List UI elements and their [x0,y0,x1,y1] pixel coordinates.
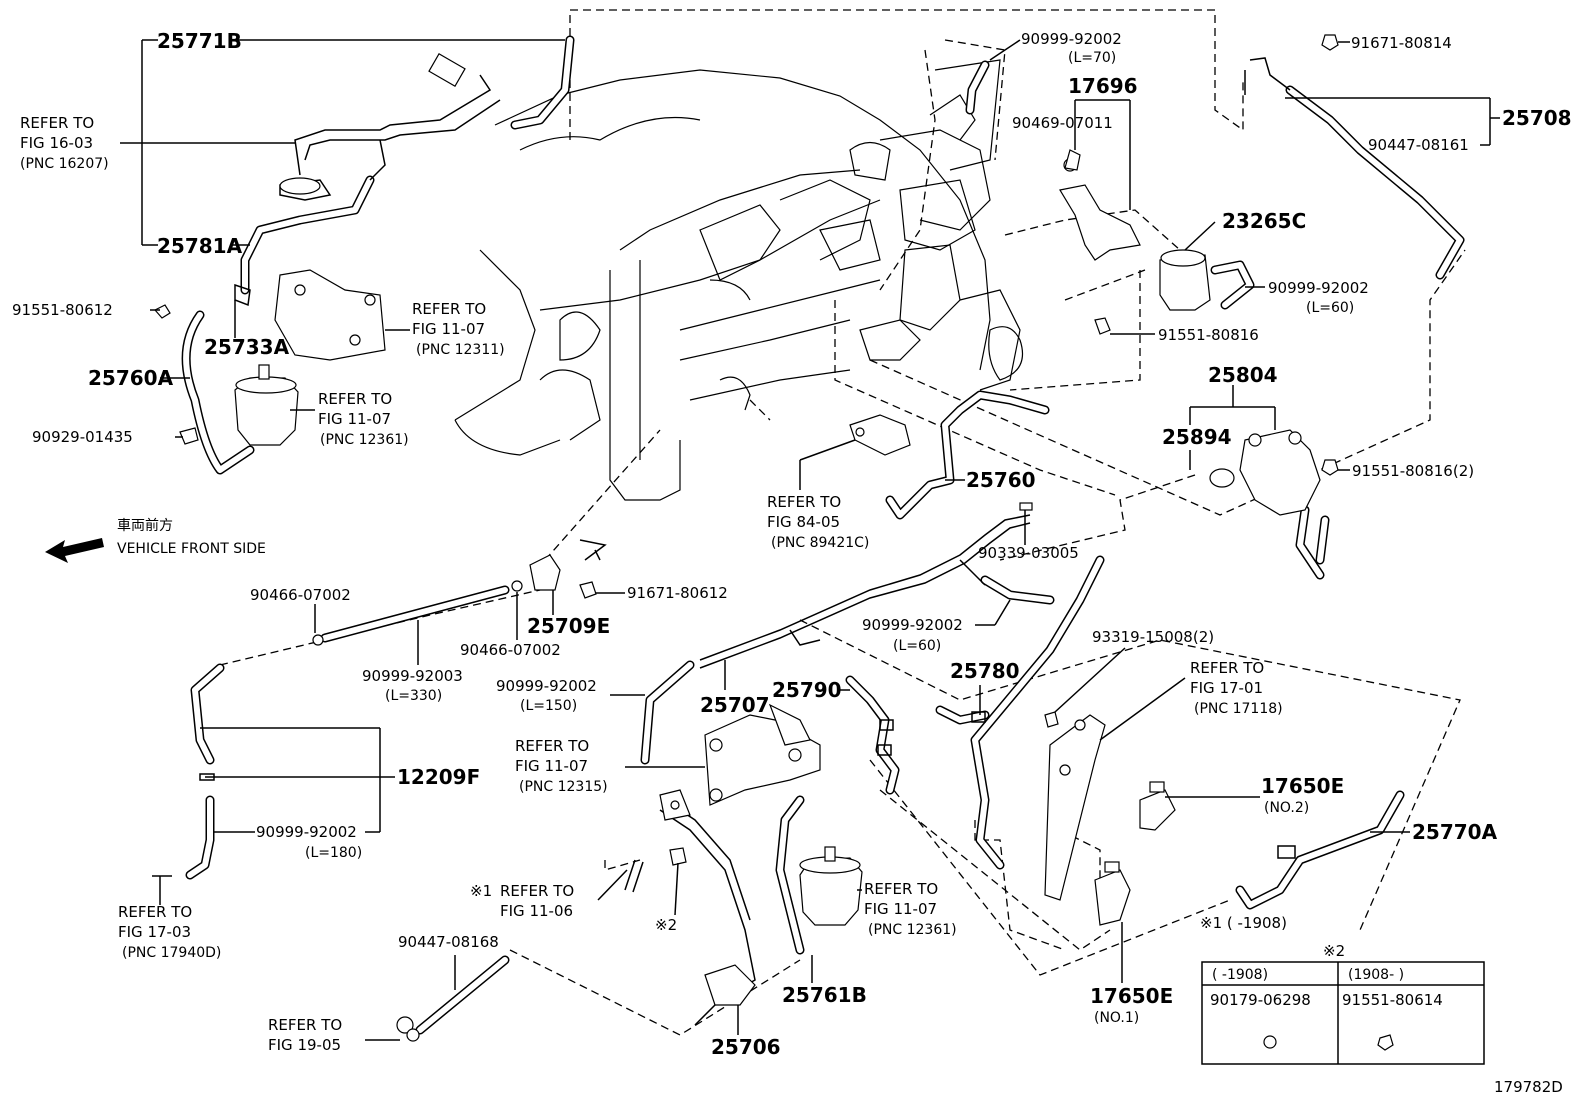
label-refer-11-07-a-pnc: (PNC 12311) [416,342,505,358]
label-refer-16-03-pnc: (PNC 16207) [20,156,109,172]
label-90999-92002-l150-l: (L=150) [520,698,577,714]
leader-lines [120,39,1500,1041]
label-refer-16-03-fig: FIG 16-03 [20,134,93,152]
label-25781A: 25781A [157,234,243,258]
label-90466-07002-b: 90466-07002 [460,641,561,659]
figure-id: 179782D [1494,1078,1563,1096]
label-refer-17-03-fig: FIG 17-03 [118,923,191,941]
label-90469-07011: 90469-07011 [1012,114,1113,132]
label-90999-92002-l150: 90999-92002 [496,677,597,695]
label-25709E: 25709E [527,614,610,638]
label-17650E-no2: 17650E [1261,774,1344,798]
label-refer-19-05-fig: FIG 19-05 [268,1036,341,1054]
label-refer-11-06-mark: ※1 [470,882,492,900]
label-90999-92003-l: (L=330) [385,688,442,704]
label-23265C: 23265C [1222,209,1306,233]
label-25761B: 25761B [782,983,867,1007]
table-cell-1: 90179-06298 [1210,991,1311,1009]
label-mark-2: ※2 [655,916,677,934]
label-refer-84-05-pnc: (PNC 89421C) [771,535,869,551]
label-25790: 25790 [772,678,842,702]
label-refer-17-03-pnc: (PNC 17940D) [122,945,221,961]
label-91671-80612: 91671-80612 [627,584,728,602]
label-refer-11-07-d-fig: FIG 11-07 [864,900,937,918]
table-header-2: (1908- ) [1348,967,1404,983]
label-refer-11-07-d: REFER TO [864,880,938,898]
table-header-1: ( -1908) [1212,967,1268,983]
label-note-1: ※1 ( -1908) [1200,914,1287,932]
table-title: ※2 [1323,942,1345,960]
hoses [181,35,1465,1035]
label-25760A: 25760A [88,366,174,390]
table-cell-2: 91551-80614 [1342,991,1443,1009]
label-91551-80816: 91551-80816 [1158,326,1259,344]
label-25780: 25780 [950,659,1020,683]
label-90999-92002-top: 90999-92002 [1021,30,1122,48]
label-90999-92002-r-l: (L=60) [1306,300,1354,316]
label-front-en: VEHICLE FRONT SIDE [117,541,266,557]
label-90999-92002-l180-l: (L=180) [305,845,362,861]
label-front-jp: 車両前方 [117,517,173,534]
parts [154,34,1394,1051]
label-refer-11-07-b-pnc: (PNC 12361) [320,432,409,448]
label-91551-80612: 91551-80612 [12,301,113,319]
vacuum-pipe-25707 [699,514,1031,669]
label-refer-11-07-c: REFER TO [515,737,589,755]
dashed-leaders [219,9,1466,1036]
label-refer-11-07-c-fig: FIG 11-07 [515,757,588,775]
label-refer-17-03: REFER TO [118,903,192,921]
label-90999-92002-mid-l: (L=60) [893,638,941,654]
engine-sketch [454,59,1024,501]
label-90339-03005: 90339-03005 [978,544,1079,562]
label-25894: 25894 [1162,425,1232,449]
label-refer-16-03: REFER TO [20,114,94,132]
label-refer-17-01-fig: FIG 17-01 [1190,679,1263,697]
labels: 25771B REFER TO FIG 16-03 (PNC 16207) 25… [12,29,1572,1096]
label-25804: 25804 [1208,363,1278,387]
label-25760: 25760 [966,468,1036,492]
variant-table [1201,961,1485,1065]
label-refer-19-05: REFER TO [268,1016,342,1034]
label-refer-11-07-c-pnc: (PNC 12315) [519,779,608,795]
label-90466-07002-a: 90466-07002 [250,586,351,604]
label-refer-11-06-fig: FIG 11-06 [500,902,573,920]
label-91551-80816-2: 91551-80816(2) [1352,462,1474,480]
label-17650E-no2-sub: (NO.2) [1264,800,1309,816]
label-refer-84-05-fig: FIG 84-05 [767,513,840,531]
label-25733A: 25733A [204,335,290,359]
label-90999-92002-r: 90999-92002 [1268,279,1369,297]
label-90999-92002-mid: 90999-92002 [862,616,963,634]
label-90447-08168: 90447-08168 [398,933,499,951]
label-17650E-no1-sub: (NO.1) [1094,1010,1139,1026]
label-25771B: 25771B [157,29,242,53]
label-93319-15008: 93319-15008(2) [1092,628,1214,646]
label-17650E-no1: 17650E [1090,984,1173,1008]
label-25707: 25707 [700,693,770,717]
vehicle-front-arrow [45,538,104,563]
label-90929-01435: 90929-01435 [32,428,133,446]
label-91671-80814: 91671-80814 [1351,34,1452,52]
label-90999-92002-top-l: (L=70) [1068,50,1116,66]
label-refer-84-05: REFER TO [767,493,841,511]
label-refer-11-07-a: REFER TO [412,300,486,318]
label-refer-11-07-b-fig: FIG 11-07 [318,410,391,428]
label-refer-17-01: REFER TO [1190,659,1264,677]
label-12209F: 12209F [397,765,480,789]
label-90999-92002-l180: 90999-92002 [256,823,357,841]
label-17696: 17696 [1068,74,1138,98]
label-refer-11-07-d-pnc: (PNC 12361) [868,922,957,938]
label-refer-17-01-pnc: (PNC 17118) [1194,701,1283,717]
label-90447-08161: 90447-08161 [1368,136,1469,154]
label-refer-11-07-b: REFER TO [318,390,392,408]
label-refer-11-07-a-fig: FIG 11-07 [412,320,485,338]
label-refer-11-06: REFER TO [500,882,574,900]
label-25770A: 25770A [1412,820,1498,844]
label-25706: 25706 [711,1035,781,1059]
label-90999-92003: 90999-92003 [362,667,463,685]
label-25708: 25708 [1502,106,1572,130]
